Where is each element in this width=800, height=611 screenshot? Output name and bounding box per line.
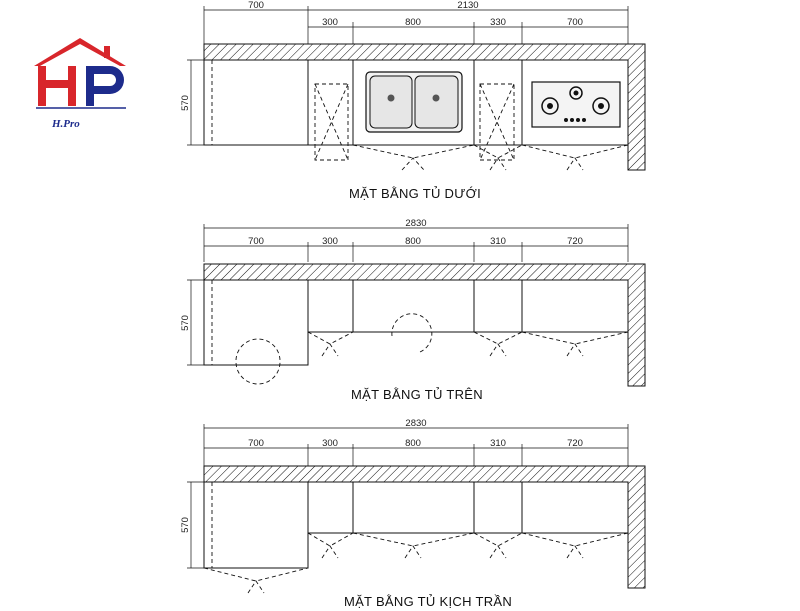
logo-chimney-icon <box>104 46 110 58</box>
gas-hob-icon <box>531 81 621 128</box>
dim-label-300: 300 <box>322 236 338 247</box>
dim-label-700: 700 <box>248 438 264 449</box>
logo-text: H.Pro <box>51 118 80 130</box>
door-swing-sink <box>352 144 475 159</box>
double-sink-icon <box>365 71 463 133</box>
tall-unit-right <box>479 83 515 161</box>
dim-label-depth-570: 570 <box>180 95 191 111</box>
dim-label-700b: 700 <box>567 17 583 28</box>
dim-label-310: 310 <box>490 236 506 247</box>
corner-carousel-swing <box>235 338 281 385</box>
dim-label-800: 800 <box>405 236 421 247</box>
door-swing-corner <box>203 567 309 582</box>
dim-label-depth-570: 570 <box>180 315 191 331</box>
logo-p-letter-icon <box>86 66 124 106</box>
plan-title-upper: MẶT BẰNG TỦ TRÊN <box>351 387 483 402</box>
plan-title-ceiling: MẶT BẰNG TỦ KỊCH TRẦN <box>344 594 512 609</box>
door-swing-hob <box>521 144 629 159</box>
wall-hatched <box>203 263 646 387</box>
plan-ceiling-cabinets: 2830 700 300 800 310 720 570 MẶT BẰNG TỦ… <box>180 418 646 609</box>
dim-label-720: 720 <box>567 236 583 247</box>
dim-label-300: 300 <box>322 17 338 28</box>
company-logo: H.Pro <box>34 38 126 130</box>
tall-unit-left <box>314 83 349 161</box>
dim-label-800: 800 <box>405 17 421 28</box>
door-swing <box>307 331 354 345</box>
dim-label-300: 300 <box>322 438 338 449</box>
logo-roof-icon <box>34 38 126 66</box>
carousel-swing-center <box>391 313 433 353</box>
dim-label-310: 310 <box>490 438 506 449</box>
plan-upper-cabinets: 2830 700 300 800 310 720 570 MẶT BẰNG TỦ… <box>180 218 646 402</box>
plan-title-lower: MẶT BẰNG TỦ DƯỚI <box>349 186 481 201</box>
dim-label-700: 700 <box>248 236 264 247</box>
dim-label-800: 800 <box>405 438 421 449</box>
wall-hatched <box>203 465 646 589</box>
plan-lower-cabinets: 700 2130 300 800 330 700 570 <box>180 0 646 201</box>
dim-label-720: 720 <box>567 438 583 449</box>
dim-label-total-2130: 2130 <box>457 0 478 11</box>
dim-label-total-2830: 2830 <box>405 218 426 229</box>
dim-label-330: 330 <box>490 17 506 28</box>
dim-label-left-700: 700 <box>248 0 264 11</box>
logo-h-letter-icon <box>38 66 76 106</box>
dim-label-total-2830: 2830 <box>405 418 426 429</box>
dim-label-depth-570: 570 <box>180 517 191 533</box>
